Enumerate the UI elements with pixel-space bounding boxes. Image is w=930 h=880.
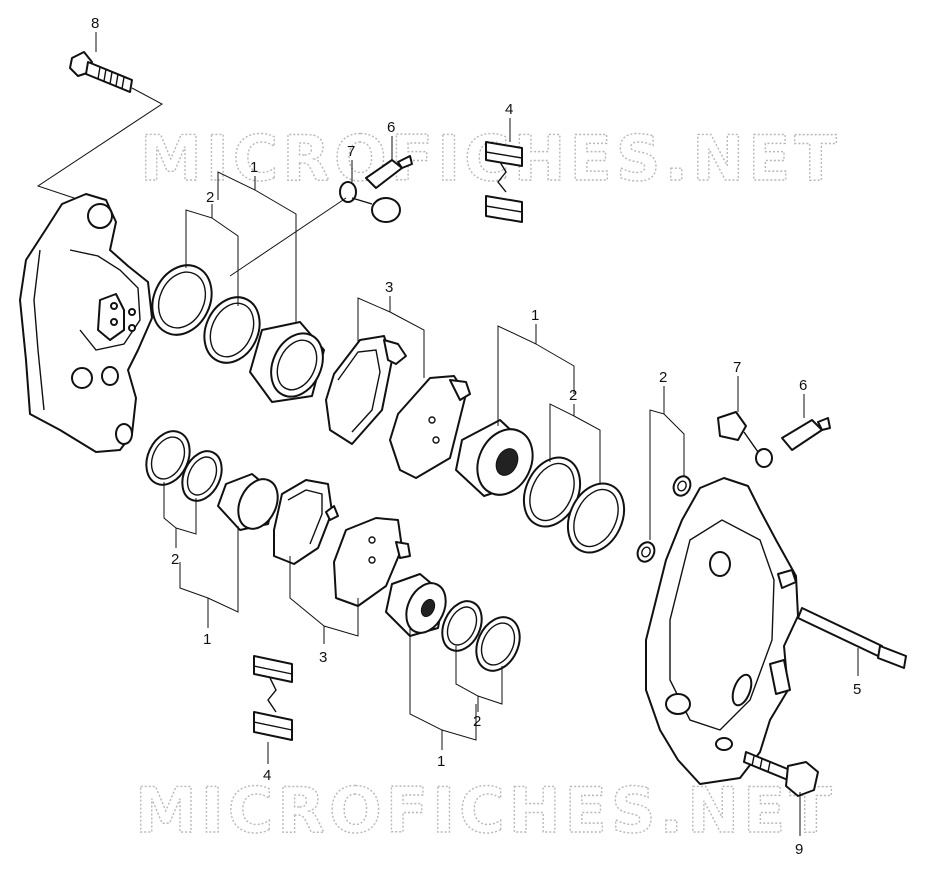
callout-2-lower-left: 2 (171, 551, 179, 568)
leader-lines (95, 32, 859, 836)
callout-6-right: 6 (799, 377, 807, 394)
seal-upper-left-inner[interactable] (194, 288, 270, 372)
callout-3-upper: 3 (385, 279, 393, 296)
callout-7-right: 7 (733, 359, 741, 376)
piston-lower-center[interactable] (385, 573, 453, 639)
piston-center[interactable] (455, 419, 543, 504)
callout-1-center: 1 (531, 307, 539, 324)
piston-lower-left[interactable] (217, 473, 285, 535)
caliper-half-left[interactable] (19, 193, 153, 453)
pad-lower-right[interactable] (333, 517, 411, 607)
pad-lower-left[interactable] (273, 479, 339, 565)
callout-4-lower: 4 (263, 767, 271, 784)
bolt-8[interactable] (69, 51, 133, 93)
callout-9: 9 (795, 841, 803, 858)
caliper-half-right[interactable] (645, 477, 799, 785)
pad-upper-left[interactable] (325, 335, 407, 445)
callout-2-center: 2 (569, 387, 577, 404)
callout-1-lower-center: 1 (437, 753, 445, 770)
seal-lower-left-outer[interactable] (138, 424, 198, 492)
seal-upper-left-outer[interactable] (141, 256, 222, 345)
bleeder-screw-upper[interactable] (365, 155, 413, 189)
callout-1-lower-left: 1 (203, 631, 211, 648)
leader-bolt-8 (36, 87, 163, 201)
watermark-bottom: MICROFICHES.NET (135, 774, 836, 847)
callout-2-upper-left: 2 (206, 189, 214, 206)
pad-shim-upper[interactable] (485, 141, 523, 223)
callout-2-right: 2 (659, 369, 667, 386)
callout-6-upper: 6 (387, 119, 395, 136)
pad-shim-lower[interactable] (253, 655, 293, 741)
callout-4-upper: 4 (505, 101, 513, 118)
callout-7-upper: 7 (347, 143, 355, 160)
seal-lower-left-inner[interactable] (175, 445, 230, 507)
seal-center-inner[interactable] (557, 474, 635, 561)
seal-lower-center-outer[interactable] (435, 595, 490, 657)
callout-8: 8 (91, 15, 99, 32)
bleeder-cap-right[interactable] (717, 411, 773, 468)
callout-2-lower-center: 2 (473, 713, 481, 730)
callout-3-lower: 3 (319, 649, 327, 666)
bleeder-screw-right[interactable] (781, 417, 831, 451)
pad-pin[interactable] (797, 607, 907, 669)
piston-upper-left[interactable] (249, 321, 333, 405)
seal-lower-center-inner[interactable] (468, 610, 528, 678)
bleeder-cap-upper[interactable] (339, 181, 401, 223)
washer-right-upper[interactable] (671, 474, 694, 499)
callout-1-upper-left: 1 (250, 159, 258, 176)
washer-right-lower[interactable] (635, 540, 658, 565)
pad-upper-right[interactable] (389, 375, 471, 479)
bolt-9[interactable] (743, 751, 819, 797)
callout-5: 5 (853, 681, 861, 698)
